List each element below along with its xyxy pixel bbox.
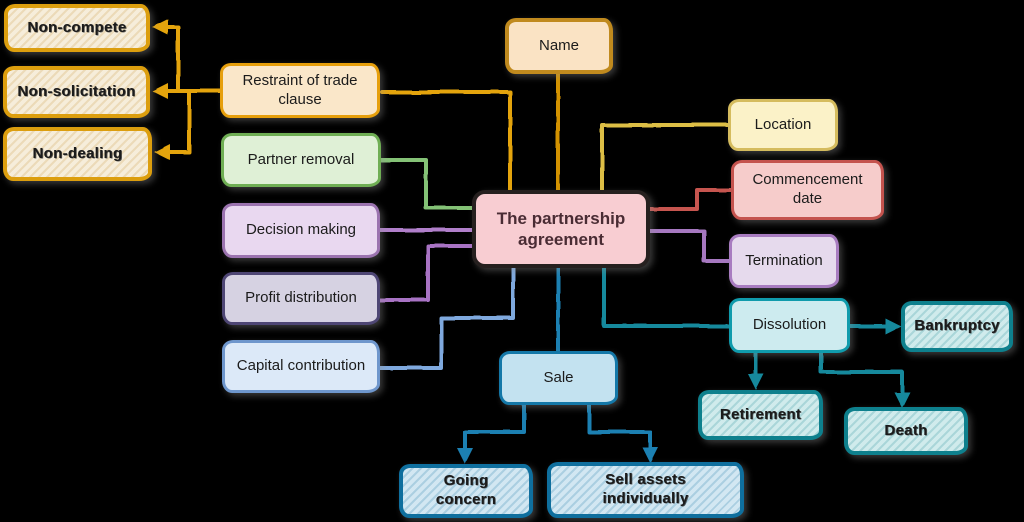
- node-name: Name: [505, 18, 613, 74]
- node-decision-making-label: Decision making: [245, 221, 357, 239]
- node-retirement-label: Retirement: [719, 405, 802, 423]
- node-non-solicitation-label: Non-solicitation: [17, 82, 136, 100]
- node-termination: Termination: [729, 234, 839, 288]
- node-bankruptcy: Bankruptcy: [901, 301, 1013, 352]
- node-termination-label: Termination: [745, 251, 823, 269]
- node-non-compete: Non-compete: [4, 4, 150, 52]
- node-profit-distribution-label: Profit distribution: [245, 289, 357, 307]
- node-sell-assets-individually: Sell assets individually: [547, 462, 744, 518]
- node-non-solicitation: Non-solicitation: [3, 66, 150, 118]
- node-dissolution: Dissolution: [729, 298, 850, 353]
- connector-center-capital-contribution: [378, 266, 515, 370]
- connector-sale-going-concern: [457, 403, 526, 464]
- node-restraint-label: Restraint of trade clause: [242, 71, 358, 108]
- node-sell-assets-label: Sell assets individually: [602, 471, 689, 507]
- connector-center-dissolution: [602, 266, 731, 328]
- node-dissolution-label: Dissolution: [752, 316, 827, 334]
- node-sale-label: Sale: [543, 368, 574, 386]
- connector-center-termination: [648, 229, 732, 263]
- node-non-compete-label: Non-compete: [27, 18, 127, 36]
- node-partner-removal-label: Partner removal: [247, 150, 355, 168]
- node-non-dealing-label: Non-dealing: [32, 144, 123, 162]
- connector-center-restraint: [380, 90, 512, 192]
- node-death: Death: [844, 407, 968, 455]
- connector-center-partner-removal: [379, 158, 474, 210]
- connector-restraint-non-compete: [152, 19, 222, 93]
- node-commencement-date: Commencement date: [731, 160, 884, 220]
- node-capital-contribution: Capital contribution: [222, 340, 380, 393]
- node-center-label: The partnership agreement: [496, 208, 626, 249]
- node-restraint-of-trade-clause: Restraint of trade clause: [220, 63, 380, 118]
- node-bankruptcy-label: Bankruptcy: [914, 317, 1000, 335]
- node-non-dealing: Non-dealing: [3, 127, 152, 181]
- node-name-label: Name: [538, 36, 579, 54]
- node-location-label: Location: [754, 115, 812, 133]
- node-retirement: Retirement: [698, 390, 823, 440]
- node-death-label: Death: [884, 421, 928, 439]
- node-location: Location: [728, 99, 838, 151]
- node-partnership-agreement-center: The partnership agreement: [472, 190, 650, 268]
- node-decision-making: Decision making: [222, 203, 380, 258]
- node-capital-contribution-label: Capital contribution: [236, 357, 366, 375]
- connector-sale-sell-assets: [587, 403, 658, 463]
- node-profit-distribution: Profit distribution: [222, 272, 380, 325]
- connector-center-commencement-date: [648, 188, 733, 211]
- connector-dissolution-death: [819, 351, 910, 408]
- node-partner-removal: Partner removal: [221, 133, 381, 187]
- connector-center-location: [600, 123, 730, 192]
- node-sale: Sale: [499, 351, 618, 405]
- connector-restraint-non-dealing: [154, 89, 222, 160]
- node-commencement-date-label: Commencement date: [752, 171, 863, 207]
- connector-center-profit-distribution: [378, 244, 474, 302]
- node-going-concern-label: Going concern: [435, 472, 497, 508]
- node-going-concern: Going concern: [399, 464, 533, 518]
